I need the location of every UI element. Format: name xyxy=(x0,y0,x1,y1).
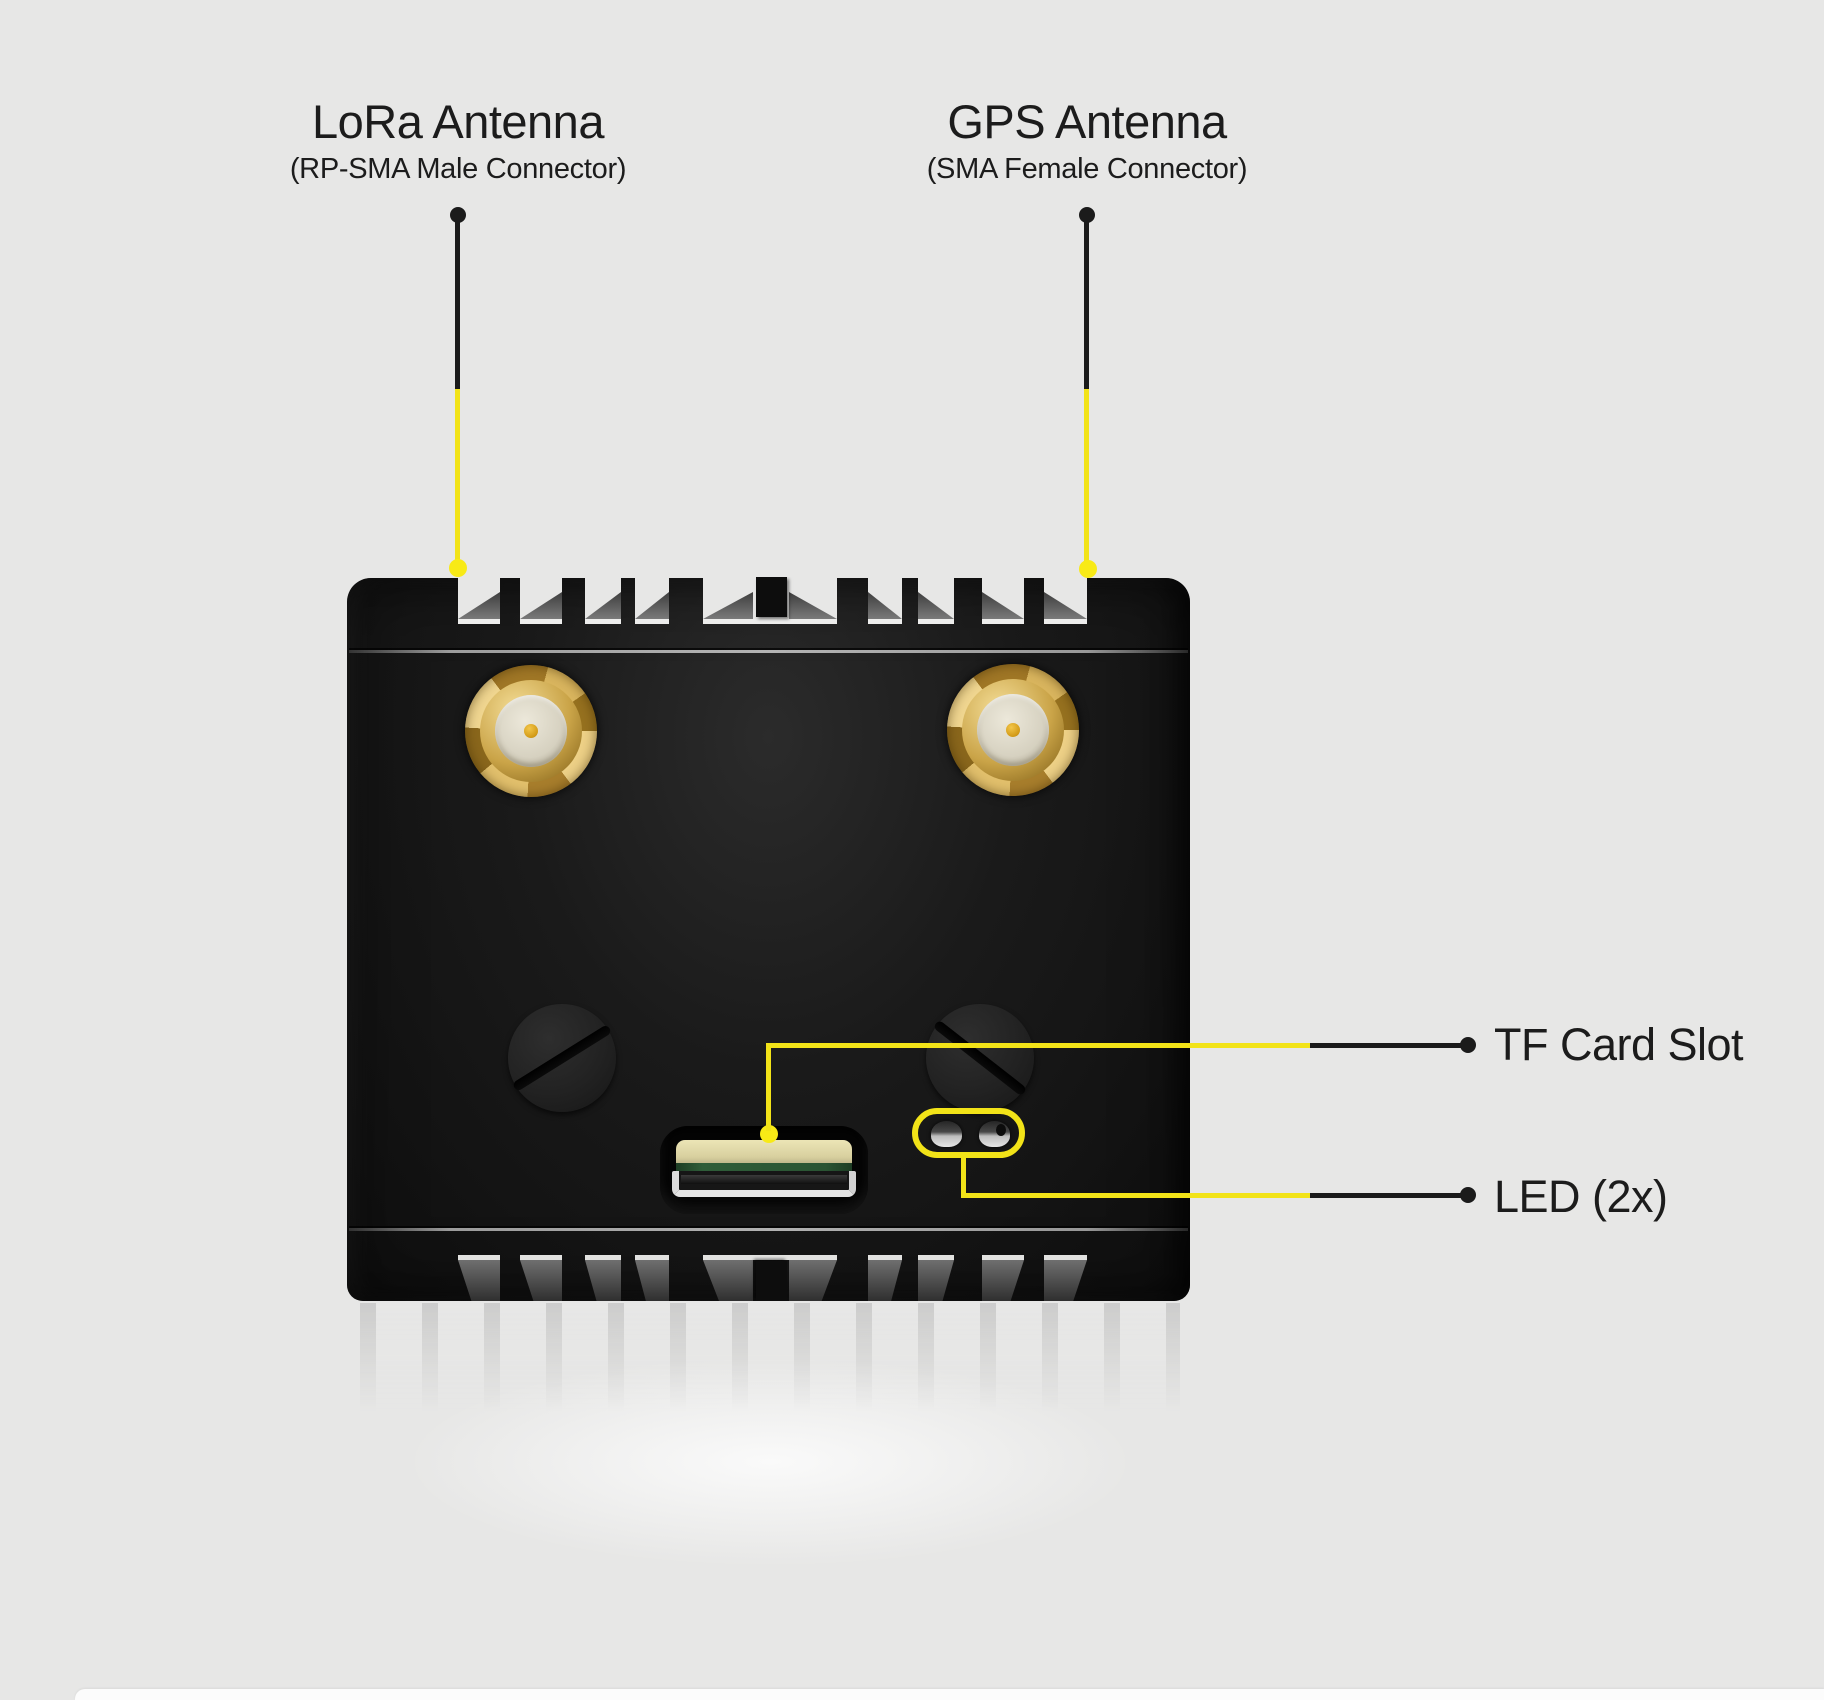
tf-callout-dot-device xyxy=(760,1125,778,1143)
led-callout-line-black xyxy=(1310,1193,1468,1198)
tf-callout-line-vertical xyxy=(766,1043,771,1131)
gps-callout-dot-device xyxy=(1079,560,1097,578)
led-callout-line-vertical xyxy=(961,1154,966,1198)
heatsink-fin-gap xyxy=(458,1255,500,1301)
gps-antenna-sublabel: (SMA Female Connector) xyxy=(926,153,1248,185)
bottom-panel-edge xyxy=(75,1689,1824,1700)
top-seam-shadow xyxy=(349,648,1188,650)
tf-card-slot-label: TF Card Slot xyxy=(1494,1019,1744,1070)
heatsink-fin-gap-wide xyxy=(703,1255,837,1301)
lora-antenna-sublabel: (RP-SMA Male Connector) xyxy=(289,153,627,185)
heatsink-fin-gap xyxy=(458,577,500,624)
screw-slot xyxy=(932,1019,1028,1097)
panel-screw-right xyxy=(926,1004,1034,1112)
connector-pin xyxy=(524,724,538,738)
heatsink-fin-gap xyxy=(635,1255,669,1301)
led-callout-line-yellow xyxy=(961,1193,1310,1198)
gps-antenna-label: GPS Antenna xyxy=(947,95,1227,148)
heatsink-fin-gap xyxy=(868,1255,902,1301)
heatsink-fin-gap xyxy=(1044,577,1087,624)
floor-glow xyxy=(270,1330,1270,1660)
lora-callout-dot-device xyxy=(449,559,467,577)
gps-callout-dot-top xyxy=(1079,207,1095,223)
top-seam xyxy=(349,650,1188,653)
lora-callout-line-black xyxy=(455,219,460,389)
heatsink-fin-gap xyxy=(635,577,669,624)
heatsink-fin-gap xyxy=(868,577,902,624)
connector-pin xyxy=(1006,723,1020,737)
heatsink-fin-gap xyxy=(918,577,954,624)
heatsink-fin-gap xyxy=(1044,1255,1087,1301)
led-highlight-ring xyxy=(912,1108,1025,1158)
bottom-seam-shadow xyxy=(349,1226,1188,1228)
heatsink-fin-gap xyxy=(520,577,562,624)
bottom-seam xyxy=(349,1228,1188,1231)
tf-callout-dot-label xyxy=(1460,1037,1476,1053)
device-reflection xyxy=(360,1303,1180,1453)
panel-screw-left xyxy=(508,1004,616,1112)
led-label: LED (2x) xyxy=(1494,1171,1668,1222)
tf-card-top xyxy=(676,1140,852,1164)
heatsink-fin-gap-wide xyxy=(703,577,837,624)
heatsink-fin-gap xyxy=(982,577,1024,624)
heatsink-fin-gap xyxy=(918,1255,954,1301)
gps-callout-line-black xyxy=(1084,219,1089,389)
tf-card-slot-opening xyxy=(672,1171,856,1197)
tf-callout-line-black xyxy=(1310,1043,1468,1048)
tf-card-pcb xyxy=(676,1163,852,1173)
tf-callout-line-yellow xyxy=(766,1043,1310,1048)
lora-callout-dot-top xyxy=(450,207,466,223)
gps-callout-line-yellow xyxy=(1084,389,1089,562)
heatsink-fin-gap xyxy=(520,1255,562,1301)
heatsink-center-tab xyxy=(756,1261,787,1301)
screw-slot xyxy=(511,1024,613,1092)
lora-antenna-label: LoRa Antenna xyxy=(312,95,604,148)
lora-rpsma-connector xyxy=(465,665,597,797)
heatsink-fin-gap xyxy=(585,1255,621,1301)
heatsink-fin-gap xyxy=(982,1255,1024,1301)
heatsink-fin-gap xyxy=(585,577,621,624)
gps-sma-connector xyxy=(947,664,1079,796)
lora-callout-line-yellow xyxy=(455,389,460,562)
led-callout-dot-label xyxy=(1460,1187,1476,1203)
heatsink-center-tab xyxy=(756,577,787,617)
